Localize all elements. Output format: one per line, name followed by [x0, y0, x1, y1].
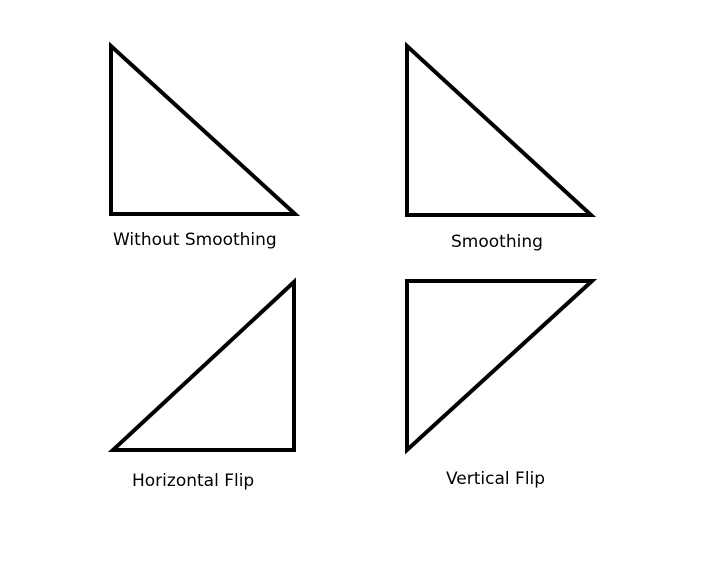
triangle-vertical-flip [405, 279, 598, 455]
label-smoothing: Smoothing [451, 232, 543, 252]
triangle-without-smoothing [109, 41, 301, 216]
label-without-smoothing: Without Smoothing [113, 230, 277, 250]
triangle-smoothing [405, 41, 597, 217]
label-horizontal-flip: Horizontal Flip [132, 471, 255, 491]
triangle-horizontal-flip [107, 277, 296, 452]
label-vertical-flip: Vertical Flip [446, 469, 546, 489]
